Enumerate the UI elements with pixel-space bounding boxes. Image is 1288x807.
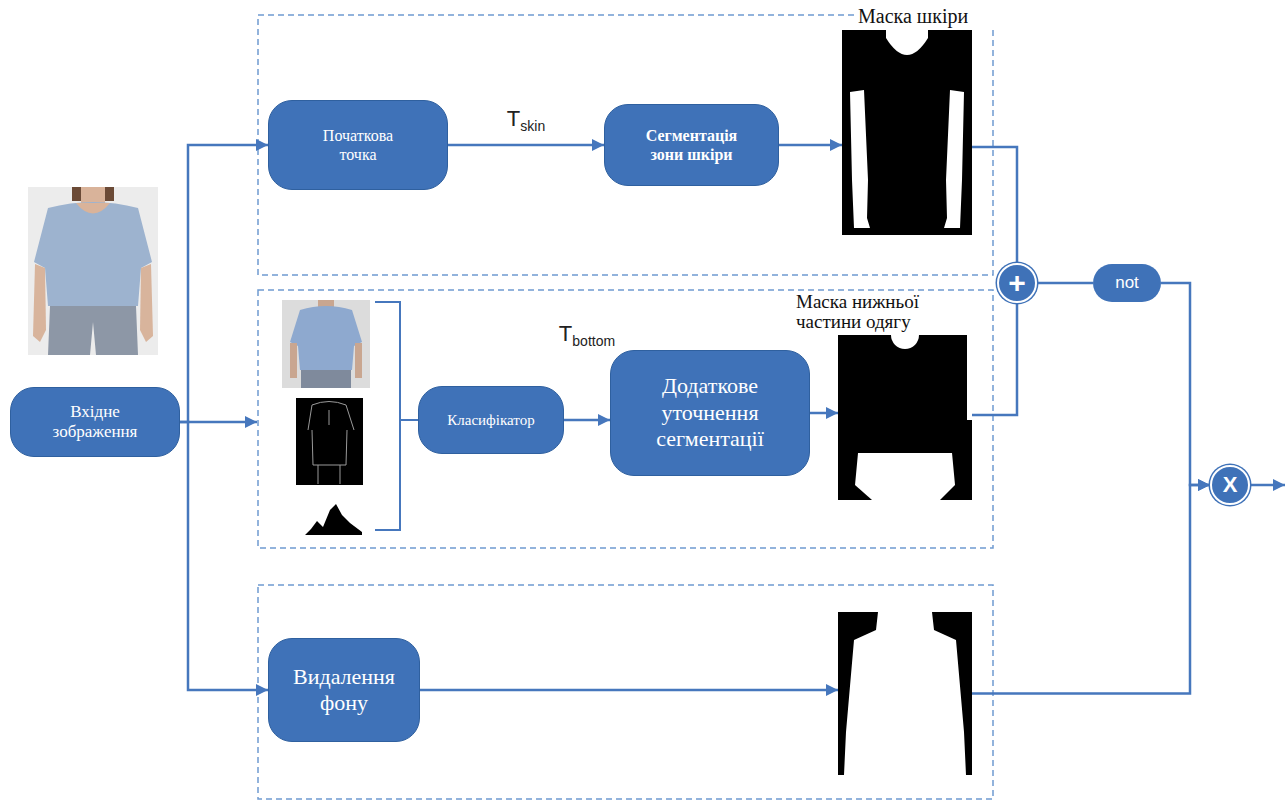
- connector-arrow: [972, 303, 1017, 415]
- text-group: not: [1115, 273, 1139, 293]
- dashed-band: [258, 15, 993, 275]
- classifier-box: Класифікатор: [418, 386, 564, 454]
- mask-picture: [842, 30, 972, 235]
- box-text: Початкова точка: [303, 126, 413, 164]
- thumb-shirt: [290, 306, 362, 370]
- mask-skin: [850, 90, 870, 228]
- text-group: Початкова точка: [303, 126, 413, 164]
- box-text: Класифікатор: [447, 411, 534, 429]
- photo-arm: [140, 264, 153, 342]
- connector-arrow: [180, 145, 268, 422]
- text-group: Видалення фону: [284, 664, 404, 717]
- mask-ground: [838, 335, 972, 500]
- connector-arrow: [180, 422, 268, 690]
- label-subscript: bottom: [572, 334, 615, 350]
- box-text: Видалення фону: [284, 664, 404, 717]
- process-box: Додаткове уточнення сегментації: [610, 350, 810, 476]
- mask-region: [891, 335, 919, 349]
- operator-symbol: not: [1115, 273, 1139, 293]
- photo-ground: [28, 187, 158, 355]
- photo-jeans: [48, 306, 138, 355]
- output-arrow: [1251, 484, 1285, 487]
- connector-arrow: [564, 419, 610, 422]
- skin-mask: Маска шкіри: [842, 30, 972, 235]
- not-operator: not: [1093, 264, 1161, 302]
- input-photo: [28, 187, 158, 355]
- background-mask: [838, 612, 972, 775]
- mask-region: [967, 335, 972, 420]
- edge-map: [296, 398, 363, 485]
- mask-region: [844, 612, 966, 775]
- connector-arrow: [420, 689, 838, 692]
- process-box: Сегментація зони шкіри: [604, 104, 779, 186]
- text-group: Сегментація зони шкіри: [629, 126, 754, 164]
- photo-arm: [33, 264, 46, 342]
- connector-arrow: [448, 144, 604, 147]
- threshold-label: Tbottom: [556, 322, 618, 350]
- mask-heading: Маска нижньої частини одягу: [794, 292, 968, 332]
- mask-skin: [944, 90, 964, 228]
- multiply-circle: X: [1210, 465, 1250, 505]
- label-subscript: skin: [520, 119, 545, 135]
- bracket: [375, 302, 418, 530]
- text-group: Класифікатор: [447, 411, 534, 429]
- process-box: Початкова точка: [268, 100, 448, 190]
- thumb-arm: [355, 343, 362, 378]
- connector-arrow: [972, 485, 1210, 694]
- photo-neckline: [76, 203, 110, 214]
- edge-map-ground: [296, 398, 363, 485]
- mask-picture: [838, 335, 972, 500]
- mask-heading: Маска шкіри: [856, 6, 1010, 27]
- dashed-band: [258, 585, 993, 799]
- dashed-band: [258, 290, 993, 548]
- edge-lines: [308, 402, 354, 485]
- connector-arrow: [810, 412, 838, 415]
- connector-arrow: [779, 144, 842, 147]
- sum-circle: +: [997, 263, 1037, 303]
- process-box: Видалення фону: [268, 638, 420, 742]
- mask-region: [855, 453, 955, 500]
- thumb-arm: [290, 343, 297, 378]
- threshold-label: Tskin: [504, 107, 548, 135]
- mask-skin: [886, 30, 928, 55]
- photo-hair: [72, 187, 81, 201]
- mask-ground: [838, 612, 972, 775]
- text-group: +: [1008, 266, 1026, 300]
- text-group: Додаткове уточнення сегментації: [635, 373, 785, 452]
- box-text: Додаткове уточнення сегментації: [635, 373, 785, 452]
- operator-symbol: X: [1223, 472, 1238, 498]
- thumb-ground: [282, 300, 370, 388]
- mask-ground: [842, 30, 972, 235]
- connector-arrow: [1037, 282, 1093, 285]
- connector-arrow: [1161, 283, 1210, 485]
- input-box: Вхідне зображення: [10, 387, 180, 457]
- feature-thumbnail: [282, 300, 370, 388]
- box-text: Вхідне зображення: [35, 402, 155, 443]
- thumb-jeans: [301, 370, 351, 388]
- mask-picture: [838, 612, 972, 775]
- text-group: X: [1223, 472, 1238, 498]
- histogram: [305, 504, 362, 535]
- photo-hair: [105, 187, 114, 201]
- operator-symbol: +: [1008, 266, 1026, 300]
- box-text: Сегментація зони шкіри: [629, 126, 754, 164]
- photo-shirt: [34, 202, 152, 306]
- text-group: Вхідне зображення: [35, 402, 155, 443]
- band-input-arrow: [188, 421, 257, 424]
- connector-arrow: [972, 147, 1017, 263]
- bottom-clothes-mask: Маска нижньої частини одягу: [838, 335, 972, 500]
